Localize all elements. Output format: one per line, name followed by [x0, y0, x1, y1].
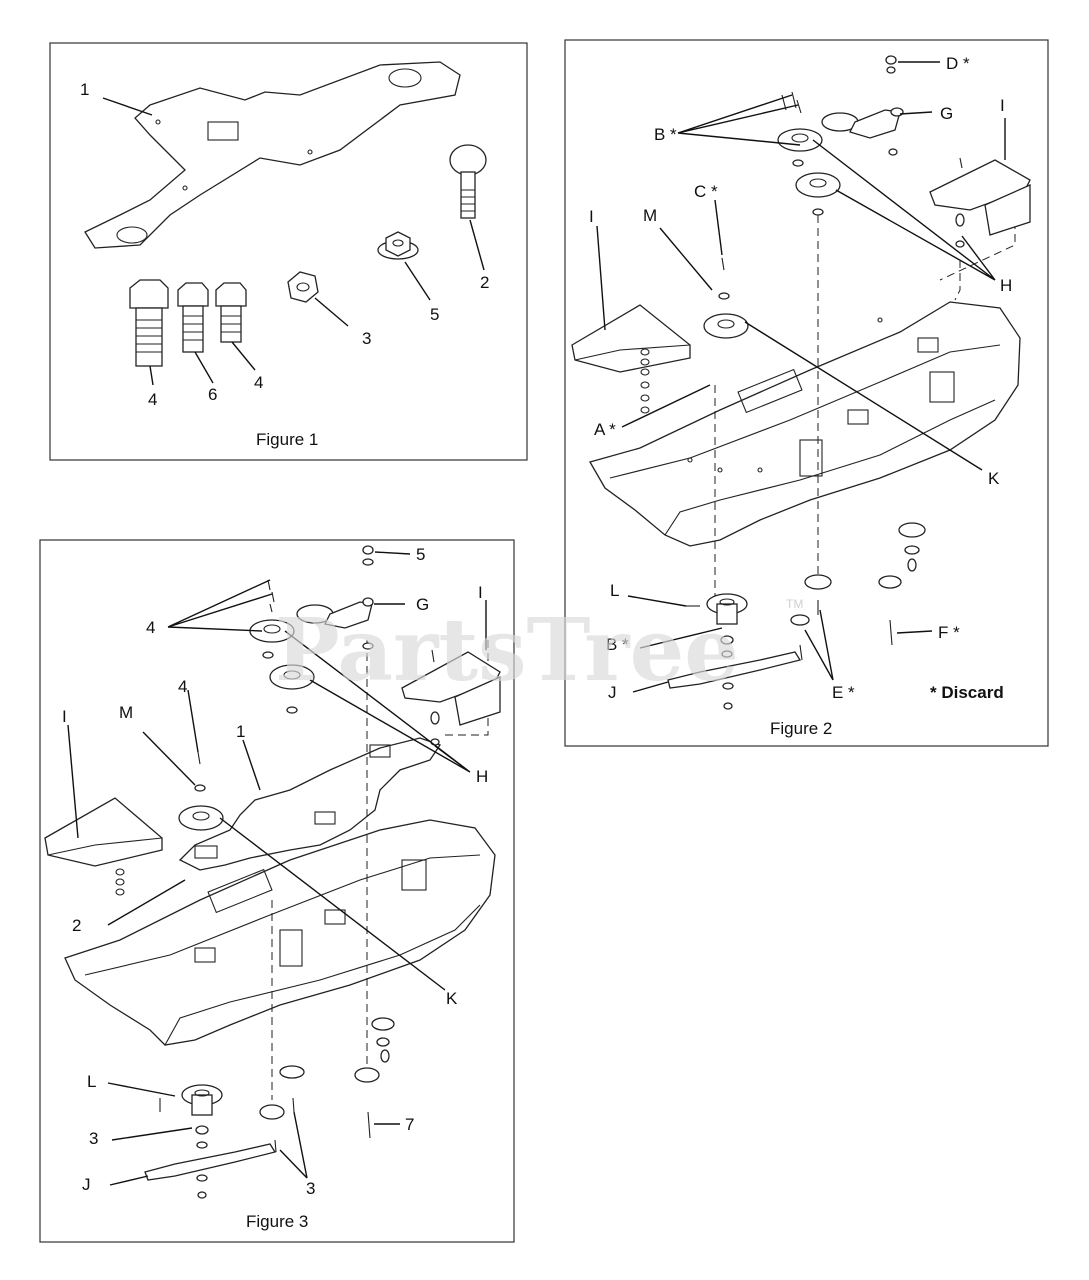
figure-1: 1 2 3 5 4 6 4 Figure 1 [49, 42, 528, 461]
figure-3: 5 G I 4 4 M 1 I H 2 K L 3 7 J 3 Figure 3 [39, 539, 515, 1243]
flange-nut-part-5 [377, 231, 419, 260]
figure-2-caption: Figure 2 [770, 719, 832, 738]
fig3-label-H: H [476, 767, 488, 786]
fig2-label-M: M [643, 206, 657, 225]
plate-cutout-right [388, 68, 422, 88]
fig2-label-B-top: B * [654, 125, 677, 144]
fig3-label-I-left: I [62, 707, 67, 726]
pulley-H [795, 172, 841, 198]
blade-part-J [667, 651, 802, 710]
fig1-label-2: 2 [480, 273, 489, 292]
idler-pulley-part-K-fig3 [178, 751, 224, 831]
figure-1-caption: Figure 1 [256, 430, 318, 449]
spindle-part-L [686, 593, 748, 658]
fig1-label-3: 3 [362, 329, 371, 348]
fig2-label-G: G [940, 104, 953, 123]
fig3-label-K: K [446, 989, 458, 1008]
fig3-label-2: 2 [72, 916, 81, 935]
fig2-label-I-right: I [1000, 96, 1005, 115]
fig2-label-L: L [610, 581, 619, 600]
fig3-label-5: 5 [416, 545, 425, 564]
figure-3-caption: Figure 3 [246, 1212, 308, 1231]
watermark-trademark: TM [786, 597, 803, 611]
fig3-label-3-right: 3 [306, 1179, 315, 1198]
idler-arm-part-G-fig3 [296, 597, 374, 650]
belt-cover-part-I-right [929, 157, 1031, 248]
fig2-label-H: H [1000, 276, 1012, 295]
discard-note: * Discard [930, 683, 1004, 702]
fig2-label-E: E * [832, 683, 855, 702]
fig2-label-J: J [608, 683, 617, 702]
fig3-label-I-right: I [478, 583, 483, 602]
fig3-label-1: 1 [236, 722, 245, 741]
nut-part-5 [362, 545, 374, 566]
bolts-part-4-top [267, 579, 275, 613]
fig2-label-D: D * [946, 54, 970, 73]
idler-pulley-part-K [703, 257, 749, 339]
fig3-label-7: 7 [405, 1115, 414, 1134]
fig3-label-4-top: 4 [146, 618, 155, 637]
fig2-label-I-left: I [589, 207, 594, 226]
blade-part-J-fig3 [144, 1143, 277, 1199]
pulley-H-fig3 [269, 664, 315, 690]
deck-belt-guard [737, 368, 803, 414]
fig3-label-L: L [87, 1072, 96, 1091]
fig1-label-1: 1 [80, 80, 89, 99]
fig3-label-M: M [119, 703, 133, 722]
fig2-label-B-bottom: B * [606, 635, 629, 654]
fig3-label-J: J [82, 1175, 91, 1194]
fig1-label-4-left: 4 [148, 390, 157, 409]
fig2-label-C: C * [694, 182, 718, 201]
fig3-label-3-left: 3 [89, 1129, 98, 1148]
hex-bolt-part-4-left [129, 279, 169, 367]
hex-bolt-part-6 [177, 282, 209, 353]
fig1-label-4-right: 4 [254, 373, 263, 392]
fig3-label-G: G [416, 595, 429, 614]
pulley-upper [777, 128, 823, 152]
washers-part-E [790, 522, 926, 661]
figure-2: D * G I B * C * M I H A * K L B * F * J … [564, 39, 1049, 747]
mounting-plate-part-1 [84, 61, 461, 249]
belt-cover-part-I-left-fig3 [44, 797, 163, 896]
fig1-label-6: 6 [208, 385, 217, 404]
plate-cutout-left [116, 226, 148, 244]
fig2-label-K: K [988, 469, 1000, 488]
carriage-bolt-part-2 [449, 144, 487, 219]
fig1-label-5: 5 [430, 305, 439, 324]
fig2-label-F: F * [938, 623, 960, 642]
belt-cover-part-I-left [571, 304, 691, 414]
watermark-text: PartsTree [275, 600, 739, 701]
plate-cutout-center [207, 121, 239, 141]
mower-deck [589, 301, 1021, 547]
hex-bolt-part-4-right [215, 282, 247, 343]
fig2-label-A: A * [594, 420, 616, 439]
nut-part-3 [287, 271, 319, 303]
nut-part-D [885, 55, 897, 74]
bolt-part-F [889, 619, 893, 646]
fig3-label-4-mid: 4 [178, 677, 187, 696]
watermark: PartsTree TM [275, 597, 803, 701]
washers-part-3 [259, 1017, 395, 1153]
bolt-part-7 [367, 1111, 371, 1139]
spindle-part-L-fig3 [159, 1084, 223, 1149]
